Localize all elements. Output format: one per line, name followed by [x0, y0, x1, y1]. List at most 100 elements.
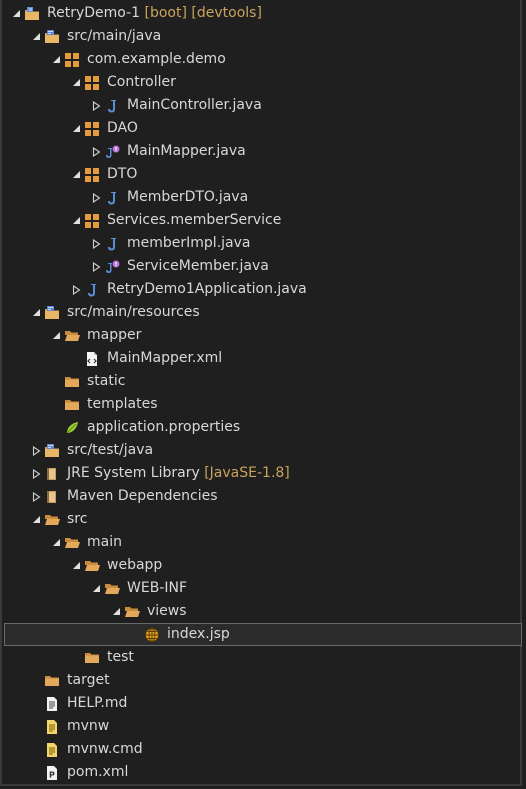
- tree-item[interactable]: application.properties: [0, 416, 526, 439]
- tree-item[interactable]: DTO: [0, 163, 526, 186]
- collapse-arrow-icon[interactable]: [30, 25, 42, 48]
- tree-item[interactable]: com.example.demo: [0, 48, 526, 71]
- tree-item-label: memberImpl.java: [127, 235, 251, 251]
- tree-item[interactable]: src/test/java: [0, 439, 526, 462]
- expand-arrow-icon[interactable]: [90, 232, 102, 255]
- collapse-arrow-icon[interactable]: [10, 2, 22, 25]
- tree-item[interactable]: templates: [0, 393, 526, 416]
- tree-item[interactable]: ServiceMember.java: [0, 255, 526, 278]
- tree-item[interactable]: JRE System Library [JavaSE-1.8]: [0, 462, 526, 485]
- tree-item-label: DTO: [107, 166, 138, 182]
- tree-item[interactable]: RetryDemo1Application.java: [0, 278, 526, 301]
- tree-item-label: Maven Dependencies: [67, 488, 218, 504]
- expand-arrow-icon[interactable]: [90, 186, 102, 209]
- tree-item-label: HELP.md: [67, 695, 128, 711]
- tree-item-label: application.properties: [87, 419, 241, 435]
- collapse-arrow-icon[interactable]: [30, 508, 42, 531]
- tree-item-label: src/main/resources: [67, 304, 200, 320]
- collapse-arrow-icon[interactable]: [50, 48, 62, 71]
- package-icon: [84, 213, 100, 229]
- tree-item[interactable]: MainMapper.xml: [0, 347, 526, 370]
- project-icon: [24, 6, 40, 22]
- source-folder-icon: [44, 29, 60, 45]
- folder-icon: [44, 673, 60, 689]
- expand-arrow-icon[interactable]: [70, 278, 82, 301]
- java-class-icon: [104, 98, 120, 114]
- collapse-arrow-icon[interactable]: [70, 117, 82, 140]
- tree-item[interactable]: MainMapper.java: [0, 140, 526, 163]
- tree-item-label: src/test/java: [67, 442, 154, 458]
- collapse-arrow-icon[interactable]: [90, 577, 102, 600]
- tree-item-label: views: [147, 603, 187, 619]
- folder-open-icon: [124, 604, 140, 620]
- tree-item[interactable]: Controller: [0, 71, 526, 94]
- expand-arrow-icon[interactable]: [90, 140, 102, 163]
- package-icon: [84, 167, 100, 183]
- tree-item-label: JRE System Library [JavaSE-1.8]: [67, 465, 290, 481]
- collapse-arrow-icon[interactable]: [50, 324, 62, 347]
- tree-item-label: MemberDTO.java: [127, 189, 249, 205]
- pom-file-icon: P: [44, 765, 60, 781]
- tree-item[interactable]: target: [0, 669, 526, 692]
- tree-item-label: main: [87, 534, 122, 550]
- tree-item[interactable]: main: [0, 531, 526, 554]
- library-icon: [44, 489, 60, 505]
- package-icon: [84, 121, 100, 137]
- expand-arrow-icon[interactable]: [90, 255, 102, 278]
- text-file-icon: [44, 696, 60, 712]
- tree-item[interactable]: webapp: [0, 554, 526, 577]
- tree-item-label: MainMapper.java: [127, 143, 246, 159]
- tree-item[interactable]: MainController.java: [0, 94, 526, 117]
- tree-item-label: com.example.demo: [87, 51, 226, 67]
- tree-item-label: Controller: [107, 74, 176, 90]
- collapse-arrow-icon[interactable]: [30, 301, 42, 324]
- tree-item[interactable]: Services.memberService: [0, 209, 526, 232]
- collapse-arrow-icon[interactable]: [70, 163, 82, 186]
- tree-item[interactable]: index.jsp: [4, 623, 522, 646]
- tree-item-label: src: [67, 511, 88, 527]
- tree-item[interactable]: mvnw: [0, 715, 526, 738]
- tree-item[interactable]: MemberDTO.java: [0, 186, 526, 209]
- tree-item[interactable]: DAO: [0, 117, 526, 140]
- tree-item[interactable]: mvnw.cmd: [0, 738, 526, 761]
- tree-item-label: index.jsp: [167, 626, 230, 642]
- tree-item-label: Services.memberService: [107, 212, 282, 228]
- collapse-arrow-icon[interactable]: [70, 71, 82, 94]
- collapse-arrow-icon[interactable]: [70, 209, 82, 232]
- tree-item[interactable]: src/main/java: [0, 25, 526, 48]
- tree-item-label: MainMapper.xml: [107, 350, 223, 366]
- expand-arrow-icon[interactable]: [30, 485, 42, 508]
- tree-item[interactable]: Maven Dependencies: [0, 485, 526, 508]
- expand-arrow-icon[interactable]: [30, 462, 42, 485]
- tree-item[interactable]: static: [0, 370, 526, 393]
- java-interface-icon: [104, 259, 120, 275]
- tree-item[interactable]: mapper: [0, 324, 526, 347]
- collapse-arrow-icon[interactable]: [110, 600, 122, 623]
- tree-item[interactable]: views: [0, 600, 526, 623]
- tree-item[interactable]: src: [0, 508, 526, 531]
- tree-item[interactable]: memberImpl.java: [0, 232, 526, 255]
- tree-item-label: mapper: [87, 327, 142, 343]
- expand-arrow-icon[interactable]: [30, 439, 42, 462]
- tree-item[interactable]: test: [0, 646, 526, 669]
- tree-item[interactable]: WEB-INF: [0, 577, 526, 600]
- collapse-arrow-icon[interactable]: [70, 554, 82, 577]
- collapse-arrow-icon[interactable]: [50, 531, 62, 554]
- tree-item-label: MainController.java: [127, 97, 262, 113]
- tree-item-decoration: [boot] [devtools]: [140, 5, 262, 21]
- tree-item-label: RetryDemo1Application.java: [107, 281, 307, 297]
- expand-arrow-icon[interactable]: [90, 94, 102, 117]
- java-class-icon: [104, 190, 120, 206]
- folder-icon: [64, 397, 80, 413]
- folder-open-icon: [44, 512, 60, 528]
- tree-item-label: DAO: [107, 120, 138, 136]
- java-class-icon: [84, 282, 100, 298]
- source-folder-icon: [44, 443, 60, 459]
- tree-item[interactable]: src/main/resources: [0, 301, 526, 324]
- tree-item[interactable]: HELP.md: [0, 692, 526, 715]
- tree-item[interactable]: RetryDemo-1 [boot] [devtools]: [0, 2, 526, 25]
- tree-item-label: mvnw: [67, 718, 110, 734]
